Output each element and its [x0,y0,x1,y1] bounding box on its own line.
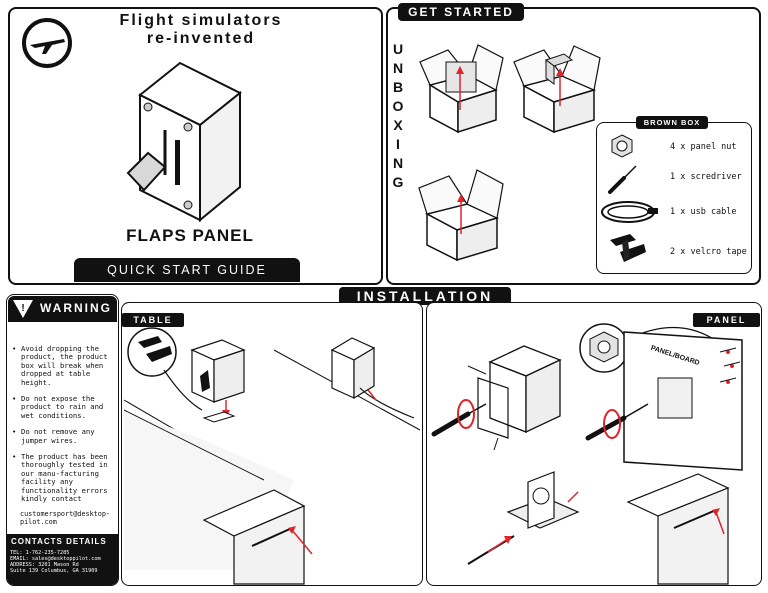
contacts-header: CONTACTS DETAILS [11,537,107,546]
unboxing-letter: B [392,79,404,95]
product-name: FLAPS PANEL [126,226,254,245]
panel-label: PANEL [693,313,760,327]
support-email: customersport@desktop-pilot.com [20,510,111,526]
unboxing-letter: G [392,174,404,190]
brown-box-item-nut: 4 x panel nut [670,142,737,152]
contacts-lines: TEL: 1-762-235-7285 EMAIL: sales@desktop… [10,550,120,574]
brown-box-item-screwdriver: 1 x scredriver [670,172,742,182]
table-label: TABLE [122,313,184,327]
hero-title-line2: re-invented [146,30,256,47]
contact-line: EMAIL: sales@desktoppilot.com [10,556,101,562]
panel-nut-icon [611,134,633,158]
brown-box-item-usb: 1 x usb cable [670,207,737,217]
quick-start-guide-banner: QUICK START GUIDE [74,258,300,282]
warning-item: The product has been thoroughly tested i… [12,452,118,503]
warning-item: Avoid dropping the product, the product … [12,344,118,387]
unboxing-step-2 [513,45,601,134]
hero-title-line1: Flight simulators [119,12,283,29]
unboxing-letter: U [392,41,404,57]
svg-text:!: ! [21,303,24,314]
warning-list: Avoid dropping the product, the product … [12,344,118,512]
installation-header: INSTALLATION [339,287,511,305]
get-started-header: GET STARTED [398,3,524,21]
screwdriver-icon [608,165,637,194]
unboxing-letter: N [392,155,404,171]
brown-box-header: BROWN BOX [636,116,708,129]
warning-item: Do not expose the product to rain and we… [12,394,118,420]
panel-install-illustration: PANEL/BOARD [431,323,743,585]
unboxing-letter: X [393,117,403,133]
contact-line: TEL: 1-762-235-7285 [10,550,70,556]
flaps-panel-illustration [126,61,242,223]
contact-line: Suite 139 Columbus, GA 31909 [10,568,98,574]
contact-line: ADDRESS: 3201 Mason Rd [10,562,79,568]
unboxing-step-3 [418,169,504,262]
unboxing-letter: N [392,60,404,76]
unboxing-letter: O [392,98,404,114]
hero-title: Flight simulators re-invented [96,12,306,48]
velcro-tape-icon [610,234,646,262]
warning-triangle-icon: ! [13,300,33,318]
usb-cable-icon [601,201,658,223]
unboxing-vertical-label: U N B O X I N G [390,40,406,192]
contacts-box [7,534,118,585]
warning-title: WARNING [40,301,112,315]
unboxing-letter: I [396,136,400,152]
brown-box-item-velcro: 2 x velcro tape [670,247,747,257]
unboxing-step-1 [419,44,504,134]
warning-item: Do not remove any jumper wires. [12,428,118,445]
table-install-illustration [123,327,421,585]
plane-logo-icon [22,18,72,68]
